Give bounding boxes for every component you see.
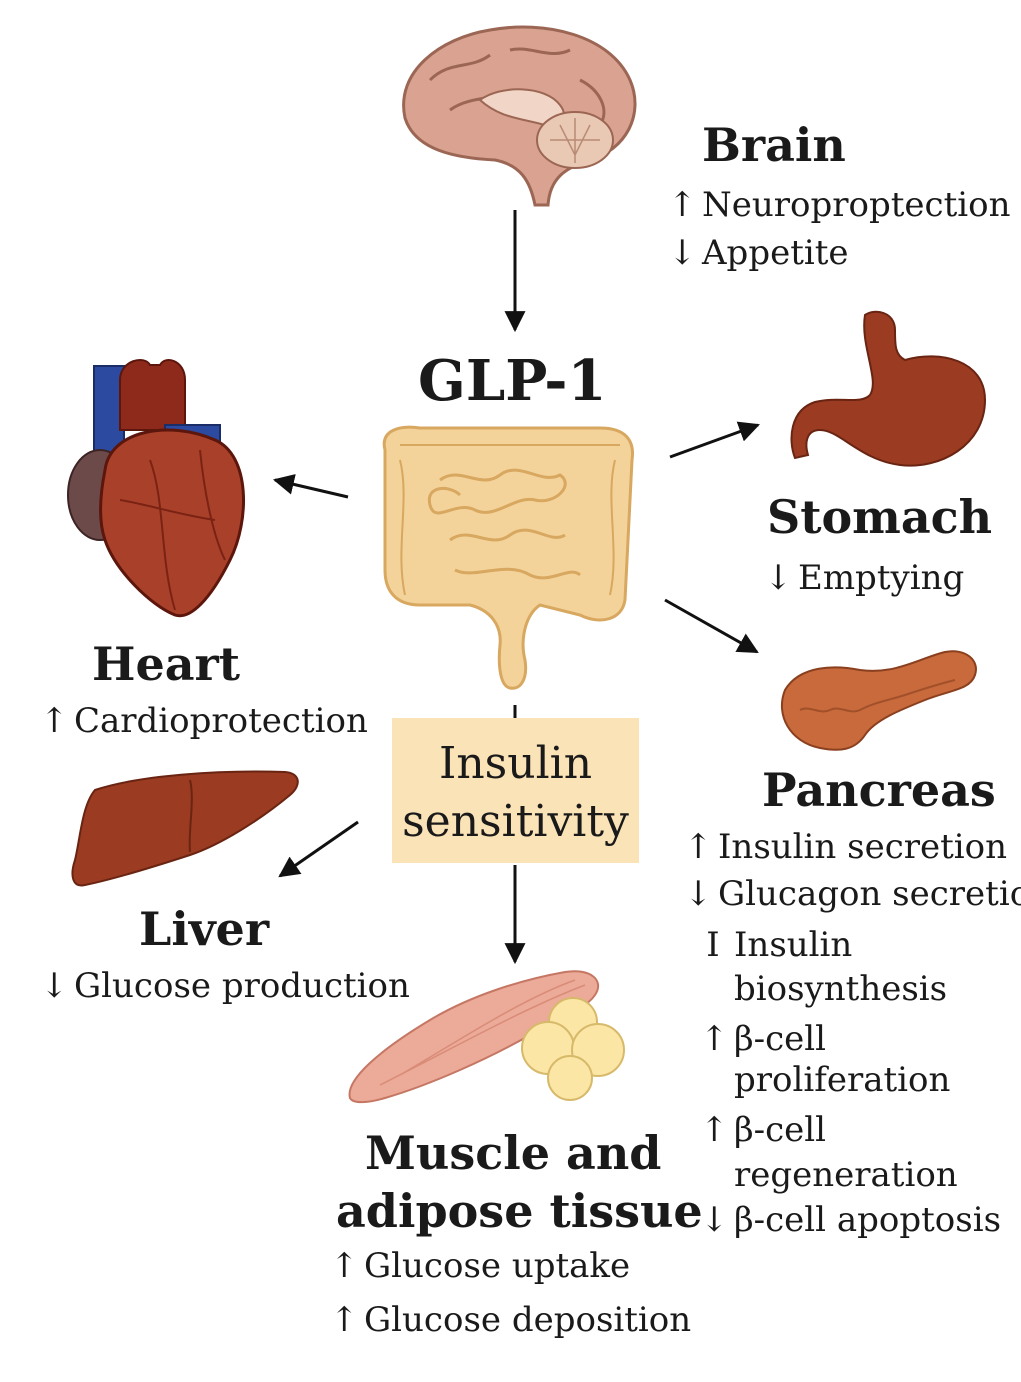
muscle-effect-1: ↑Glucose uptake (330, 1249, 630, 1283)
pancreas-effect-text: β-cell (734, 1019, 827, 1059)
intestine-icon (382, 425, 635, 690)
pancreas-effect-text: Insulin secretion (718, 827, 1008, 867)
brain-effect-text: Appetite (702, 233, 849, 273)
stomach-icon (790, 310, 987, 467)
pancreas-effect-4: ↑β-cell (700, 1022, 826, 1056)
pancreas-effect-1: ↑Insulin secretion (684, 830, 1007, 864)
stomach-title: Stomach (767, 490, 993, 544)
heart-effect-1: ↑Cardioprotection (40, 704, 368, 738)
liver-title: Liver (139, 902, 270, 956)
pancreas-effect-text: Insulin (734, 925, 853, 965)
brain-icon (402, 25, 637, 207)
muscle-title-line1: Muscle and (365, 1126, 662, 1180)
arrow-glp1-to-stomach (669, 421, 760, 459)
muscle-effect-text: Glucose deposition (364, 1300, 692, 1340)
brain-effect-2: ↓Appetite (668, 236, 849, 270)
pancreas-effect-5-cont: regeneration (734, 1155, 958, 1195)
pancreas-effect-6: ↓β-cell apoptosis (700, 1203, 1001, 1237)
brain-title: Brain (702, 118, 846, 172)
stomach-effect-1: ↓Emptying (764, 561, 964, 595)
pancreas-effect-text: β-cell (734, 1110, 827, 1150)
pancreas-effect-text: β-cell apoptosis (734, 1200, 1002, 1240)
effect-marker: I (706, 925, 720, 965)
down-arrow-icon: ↓ (764, 558, 793, 598)
pancreas-icon (780, 650, 977, 751)
pancreas-effect-3-cont: biosynthesis (734, 969, 948, 1009)
pancreas-effect-2: ↓Glucagon secretion (684, 877, 1021, 911)
pancreas-title: Pancreas (762, 763, 996, 817)
muscle-title-line2: adipose tissue (336, 1184, 703, 1238)
up-arrow-icon: ↑ (700, 1019, 729, 1059)
up-arrow-icon: ↑ (668, 185, 697, 225)
liver-effect-1: ↓Glucose production (40, 969, 410, 1003)
heart-title: Heart (92, 637, 241, 691)
down-arrow-icon: ↓ (668, 233, 697, 273)
insulin-sensitivity-line1: Insulin (438, 738, 593, 789)
up-arrow-icon: ↑ (330, 1246, 359, 1286)
glp1-title: GLP-1 (418, 348, 607, 414)
down-arrow-icon: ↓ (40, 966, 69, 1006)
stomach-effect-text: Emptying (798, 558, 965, 598)
up-arrow-icon: ↑ (40, 701, 69, 741)
brain-effect-1: ↑Neuroproptection (668, 188, 1010, 222)
up-arrow-icon: ↑ (330, 1300, 359, 1340)
up-arrow-icon: ↑ (700, 1110, 729, 1150)
muscle-effect-text: Glucose uptake (364, 1246, 631, 1286)
arrow-to-liver (278, 820, 359, 878)
pancreas-effect-5: ↑β-cell (700, 1113, 826, 1147)
down-arrow-icon: ↓ (700, 1200, 729, 1240)
down-arrow-icon: ↓ (684, 874, 713, 914)
muscle-icon (348, 970, 600, 1104)
pancreas-effect-4-cont: proliferation (734, 1060, 951, 1100)
liver-effect-text: Glucose production (74, 966, 410, 1006)
arrow-glp1-to-heart (272, 474, 349, 499)
adipose-tissue-icon (521, 997, 625, 1101)
up-arrow-icon: ↑ (684, 827, 713, 867)
pancreas-effect-3: I Insulin (700, 928, 852, 962)
heart-icon (67, 359, 245, 618)
insulin-sensitivity-box (392, 718, 639, 863)
pancreas-effect-text: Glucagon secretion (718, 874, 1021, 914)
brain-effect-text: Neuroproptection (702, 185, 1011, 225)
heart-effect-text: Cardioprotection (74, 701, 368, 741)
liver-icon (71, 770, 299, 887)
arrow-glp1-to-pancreas (664, 598, 759, 654)
insulin-sensitivity-line2: sensitivity (402, 796, 629, 847)
muscle-effect-2: ↑Glucose deposition (330, 1303, 691, 1337)
